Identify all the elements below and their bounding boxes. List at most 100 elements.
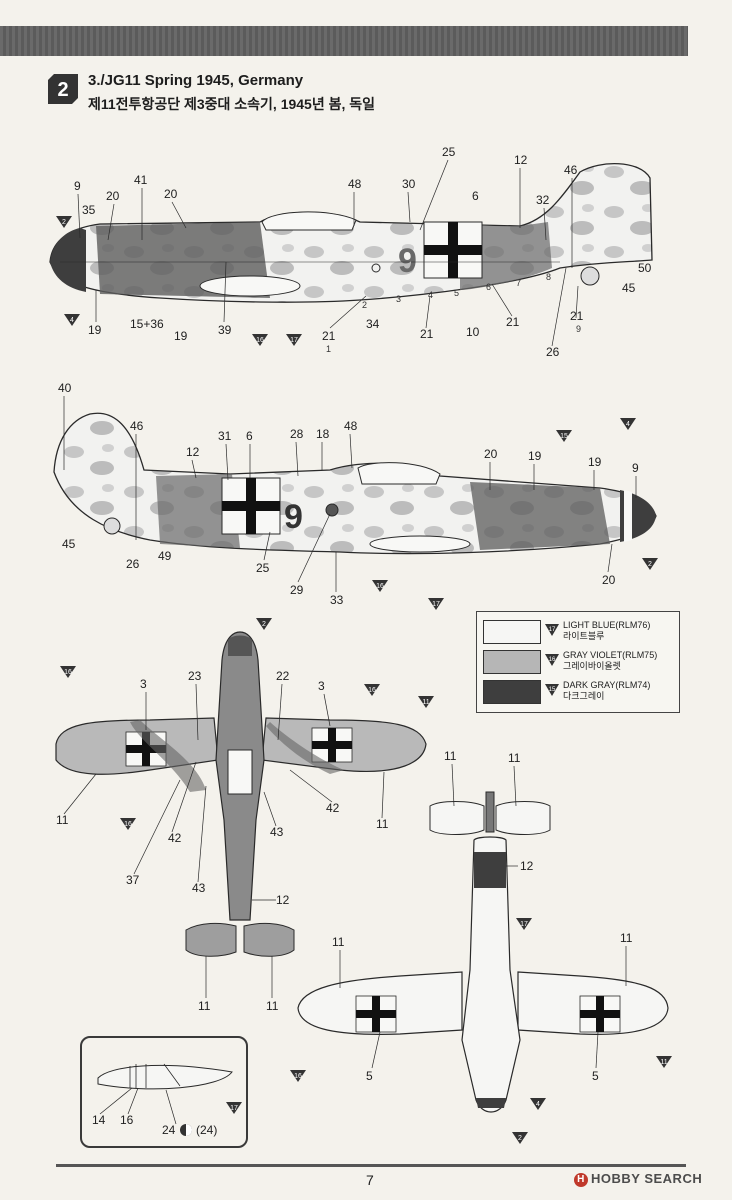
svg-text:4: 4 [626,421,630,428]
svg-text:16: 16 [120,1113,134,1127]
bottom-view [297,791,669,1113]
side-left-paint-markers: 2 4 16 17 [56,216,302,346]
svg-text:45: 45 [62,537,76,551]
bottom-view-callouts: 11 11 12 11 11 5 5 [332,749,633,1083]
side-right-fuselage-code: 9 [284,498,303,536]
legend-row-gray-violet: 16 GRAY VIOLET(RLM75) 그레이바이올렛 [483,650,673,674]
svg-text:24: 24 [162,1123,176,1137]
svg-text:14: 14 [92,1113,106,1127]
legend-swatch-light-blue [483,620,541,644]
watermark-text: HOBBY SEARCH [591,1171,703,1186]
svg-text:29: 29 [290,583,304,597]
legend-label-en: GRAY VIOLET(RLM75) [563,650,658,660]
svg-text:9: 9 [632,461,639,475]
svg-text:21: 21 [506,315,520,329]
color-legend: 17 LIGHT BLUE(RLM76) 라이트블루 16 GRAY VIOLE… [476,611,680,713]
legend-label-en: LIGHT BLUE(RLM76) [563,620,651,630]
svg-text:3: 3 [318,679,325,693]
svg-text:6: 6 [246,429,253,443]
svg-text:16: 16 [124,821,132,828]
svg-text:5: 5 [592,1069,599,1083]
paint-marker-icon: 15 [545,684,559,696]
svg-text:41: 41 [134,173,148,187]
svg-text:19: 19 [528,449,542,463]
svg-text:42: 42 [168,831,182,845]
svg-text:43: 43 [192,881,206,895]
top-view-paint-markers: 2 16 16 11 16 [60,618,434,830]
svg-text:48: 48 [344,419,358,433]
svg-text:12: 12 [520,859,534,873]
svg-text:26: 26 [546,345,560,359]
scheme-title: 3./JG11 Spring 1945, Germany [88,72,304,89]
svg-text:11: 11 [422,699,429,706]
svg-text:50: 50 [638,261,652,275]
svg-text:12: 12 [276,893,290,907]
svg-text:11: 11 [266,999,279,1013]
side-left-fuselage-code: 9 [398,242,417,280]
legend-row-dark-gray: 15 DARK GRAY(RLM74) 다크그레이 [483,680,673,704]
svg-text:11: 11 [376,817,389,831]
svg-text:2: 2 [518,1135,522,1142]
legend-label-ko: 그레이바이올렛 [563,661,621,671]
top-view-callouts: 3 23 22 3 11 42 37 42 43 43 12 11 11 11 [56,669,389,1013]
svg-text:4: 4 [536,1101,540,1108]
footer-rule [56,1164,686,1167]
svg-text:19: 19 [174,329,188,343]
svg-text:32: 32 [536,193,550,207]
svg-text:2: 2 [262,621,266,628]
svg-text:10: 10 [466,325,480,339]
svg-text:33: 33 [330,593,344,607]
svg-text:1: 1 [326,344,331,354]
svg-text:37: 37 [126,873,140,887]
svg-text:9: 9 [74,179,81,193]
svg-text:19: 19 [88,323,102,337]
svg-text:2: 2 [62,219,66,226]
svg-text:11: 11 [620,931,633,945]
svg-text:35: 35 [82,203,96,217]
svg-text:17: 17 [549,627,556,633]
svg-text:17: 17 [230,1105,238,1112]
svg-text:6: 6 [472,189,479,203]
svg-text:16: 16 [368,687,376,694]
svg-text:11: 11 [444,749,457,763]
svg-text:4: 4 [428,290,433,300]
svg-text:20: 20 [602,573,616,587]
svg-text:30: 30 [402,177,416,191]
svg-text:6: 6 [486,282,491,292]
svg-text:48: 48 [348,177,362,191]
svg-text:17: 17 [520,921,528,928]
bottom-view-paint-markers: 17 16 11 4 2 [290,918,672,1144]
svg-text:9: 9 [576,324,581,334]
svg-text:7: 7 [516,278,521,288]
svg-text:11: 11 [660,1059,667,1066]
side-right-paint-markers: 15 4 2 16 17 [372,418,658,610]
legend-label-en: DARK GRAY(RLM74) [563,680,651,690]
svg-text:28: 28 [290,427,304,441]
step-number-badge: 2 [48,74,78,104]
svg-text:20: 20 [484,447,498,461]
svg-text:15+36: 15+36 [130,317,164,331]
svg-text:46: 46 [564,163,578,177]
svg-text:43: 43 [270,825,284,839]
svg-text:22: 22 [276,669,290,683]
svg-text:21: 21 [322,329,336,343]
legend-swatch-gray-violet [483,650,541,674]
top-view [55,631,427,957]
svg-text:16: 16 [294,1073,302,1080]
svg-text:39: 39 [218,323,232,337]
svg-text:21: 21 [420,327,434,341]
svg-text:11: 11 [332,935,345,949]
svg-text:4: 4 [70,317,74,324]
svg-text:26: 26 [126,557,140,571]
svg-text:17: 17 [432,601,440,608]
svg-text:20: 20 [164,187,178,201]
svg-text:2: 2 [648,561,652,568]
legend-label-ko: 라이트블루 [563,631,605,641]
svg-text:12: 12 [514,153,528,167]
svg-text:12: 12 [186,445,200,459]
svg-text:11: 11 [198,999,211,1013]
svg-text:25: 25 [442,145,456,159]
svg-text:5: 5 [454,288,459,298]
svg-text:15: 15 [549,687,556,693]
svg-text:15: 15 [560,433,568,440]
